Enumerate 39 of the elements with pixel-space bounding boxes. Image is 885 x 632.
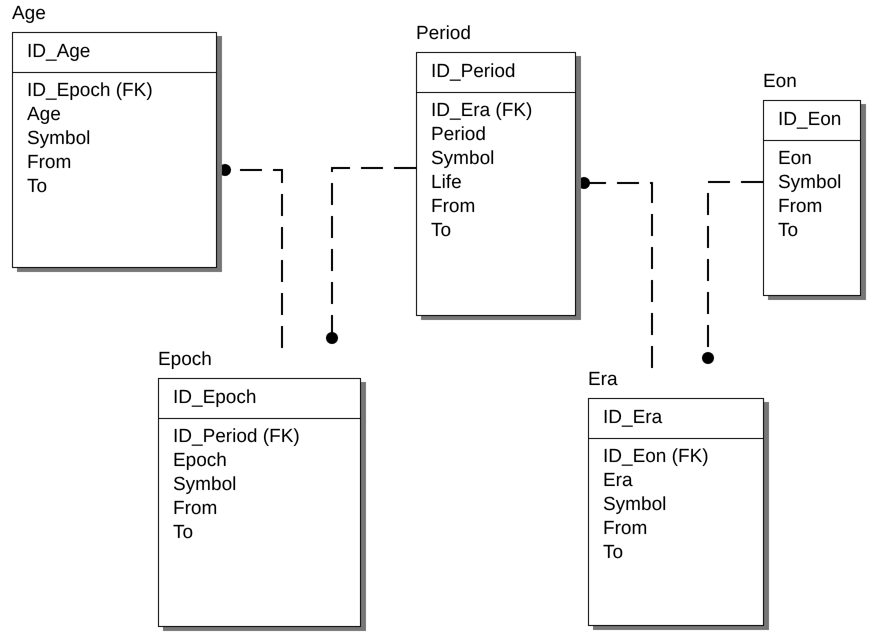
attribute: Life — [431, 171, 462, 195]
relationship-line — [326, 167, 416, 344]
attribute: To — [173, 521, 194, 545]
attribute: From — [778, 195, 822, 219]
attribute: To — [603, 541, 624, 565]
relationship-line — [578, 177, 653, 368]
attribute: Period — [431, 123, 486, 147]
relationship-line — [702, 181, 763, 364]
attribute: To — [27, 175, 48, 199]
primary-key: ID_Epoch — [159, 379, 360, 419]
attribute: Symbol — [778, 171, 842, 195]
primary-key: ID_Eon — [764, 101, 860, 141]
attribute: ID_Eon (FK) — [603, 445, 709, 469]
attribute: ID_Era (FK) — [431, 99, 532, 123]
primary-key: ID_Era — [589, 399, 763, 439]
primary-key: ID_Period — [417, 53, 575, 93]
attribute: ID_Period (FK) — [173, 425, 300, 449]
table-name: Eon — [763, 70, 798, 94]
attribute: To — [431, 219, 452, 243]
attribute: From — [173, 497, 218, 521]
attribute: Eon — [778, 147, 812, 171]
table-name: Period — [416, 22, 472, 46]
attribute: Symbol — [173, 473, 236, 497]
attribute: From — [603, 517, 648, 541]
attribute: Symbol — [431, 147, 494, 171]
attribute: To — [778, 219, 798, 243]
relationship-line — [219, 164, 283, 348]
attribute: Symbol — [27, 127, 90, 151]
primary-key: ID_Age — [13, 33, 216, 73]
table-name: Epoch — [158, 348, 213, 372]
attribute: ID_Epoch (FK) — [27, 79, 153, 103]
table-name: Era — [588, 368, 619, 392]
attribute: Age — [27, 103, 61, 127]
attribute: Epoch — [173, 449, 227, 473]
attribute: From — [27, 151, 72, 175]
table-name: Age — [12, 2, 47, 26]
attribute: From — [431, 195, 476, 219]
attribute: Era — [603, 469, 633, 493]
attribute: Symbol — [603, 493, 666, 517]
